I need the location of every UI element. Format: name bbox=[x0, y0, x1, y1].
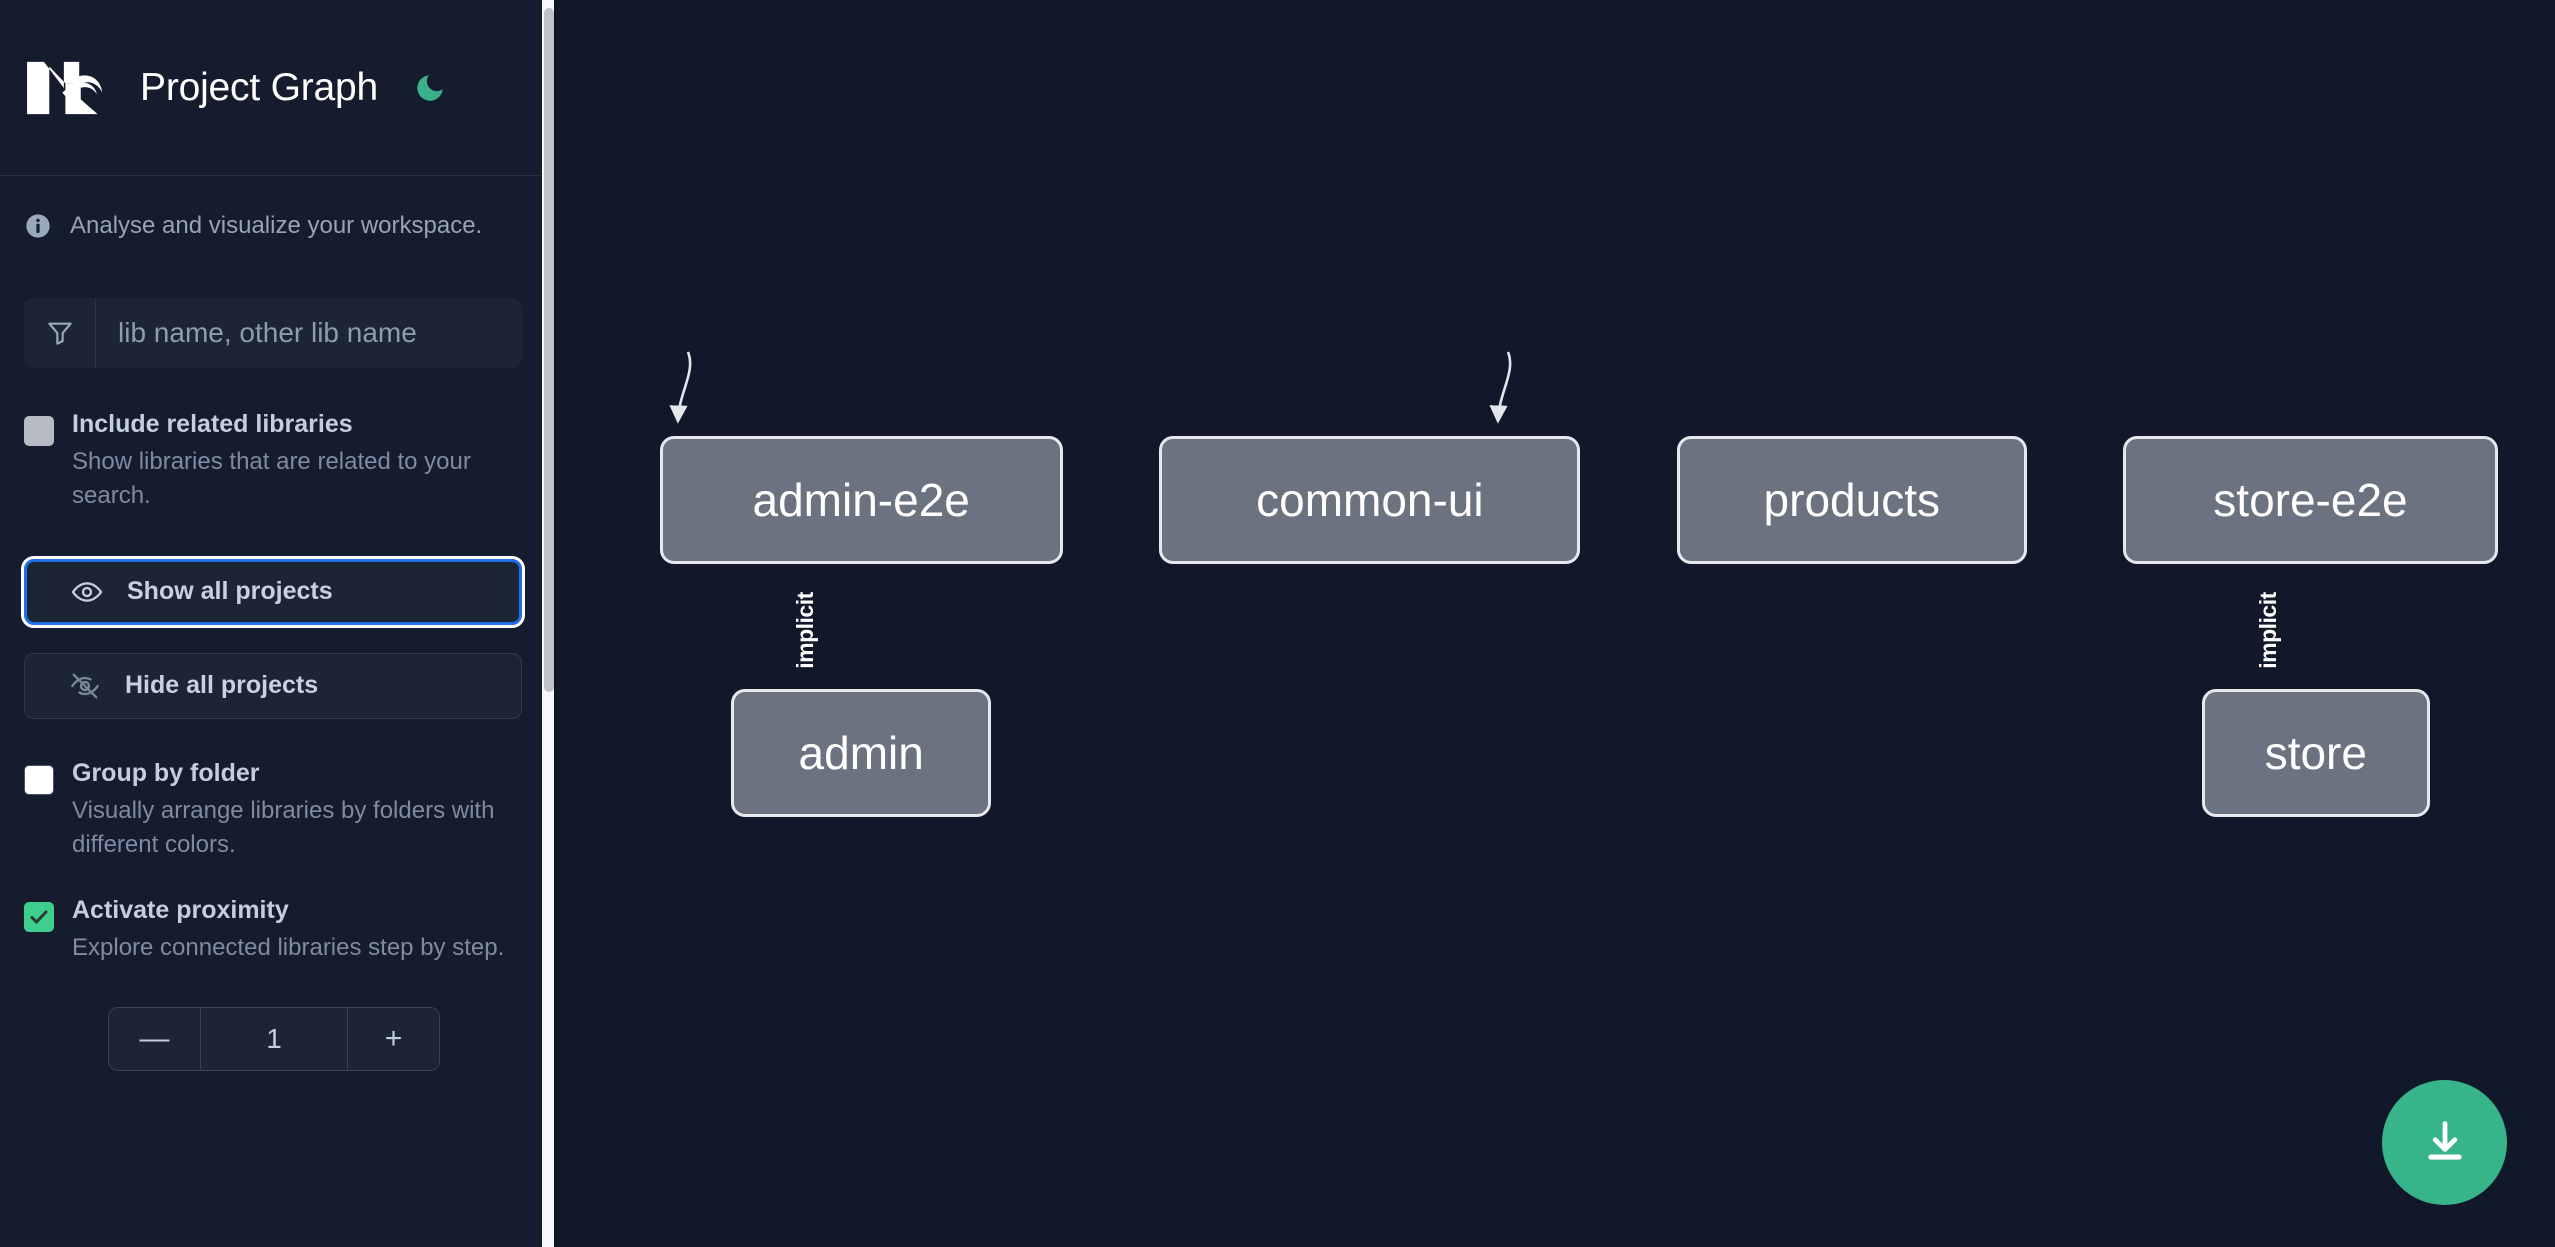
option-group-by-folder[interactable]: Group by folder Visually arrange librari… bbox=[0, 757, 546, 862]
option-text-group: Group by folder Visually arrange librari… bbox=[72, 757, 512, 862]
graph-canvas[interactable]: admin-e2e common-ui products store-e2e admin… bbox=[556, 0, 2555, 1247]
option-text-group: Activate proximity Explore connected lib… bbox=[72, 894, 504, 965]
proximity-increment-button[interactable]: + bbox=[347, 1007, 439, 1070]
sidebar-content: Project Graph Analyse and visualize yo bbox=[0, 0, 546, 1247]
sidebar: Project Graph Analyse and visualize yo bbox=[0, 0, 556, 1247]
moon-icon[interactable] bbox=[410, 68, 450, 108]
graph-node-store-e2e[interactable]: store-e2e bbox=[2123, 435, 2498, 565]
eye-off-icon bbox=[69, 670, 101, 702]
hide-all-projects-button[interactable]: Hide all projects bbox=[24, 652, 522, 719]
sidebar-divider bbox=[554, 0, 556, 1247]
option-include-related-libraries[interactable]: Include related libraries Show libraries… bbox=[0, 408, 546, 513]
include-related-libraries-checkbox[interactable] bbox=[24, 416, 54, 446]
graph-node-label: store bbox=[2264, 727, 2367, 780]
option-description: Visually arrange libraries by folders wi… bbox=[72, 796, 495, 858]
info-circle-icon bbox=[24, 212, 52, 240]
edge-label-admin-e2e-to-admin: implicit bbox=[791, 592, 818, 669]
check-icon bbox=[30, 910, 48, 924]
option-description: Explore connected libraries step by step… bbox=[72, 933, 505, 961]
funnel-filter-icon[interactable] bbox=[24, 298, 96, 368]
option-text-group: Include related libraries Show libraries… bbox=[72, 408, 512, 513]
eye-icon bbox=[71, 576, 103, 608]
edge-label-store-e2e-to-store: implicit bbox=[2254, 592, 2281, 669]
option-description: Show libraries that are related to your … bbox=[72, 447, 471, 509]
graph-node-admin-e2e[interactable]: admin-e2e bbox=[659, 435, 1063, 565]
project-visibility-buttons: Show all projects Hide all projects bbox=[21, 555, 525, 719]
option-activate-proximity[interactable]: Activate proximity Explore connected lib… bbox=[0, 894, 546, 965]
option-label: Include related libraries bbox=[72, 410, 353, 438]
workspace-info: Analyse and visualize your workspace. bbox=[0, 176, 546, 240]
group-by-folder-checkbox[interactable] bbox=[24, 764, 54, 795]
graph-node-label: admin bbox=[798, 727, 924, 780]
page-title: Project Graph bbox=[140, 65, 379, 109]
download-icon bbox=[2419, 1117, 2471, 1169]
show-all-projects-button[interactable]: Show all projects bbox=[21, 555, 525, 628]
option-label: Group by folder bbox=[72, 758, 260, 787]
show-all-projects-label: Show all projects bbox=[127, 577, 333, 606]
graph-node-admin[interactable]: admin bbox=[730, 689, 992, 818]
graph-node-label: admin-e2e bbox=[752, 474, 970, 527]
graph-node-common-ui[interactable]: common-ui bbox=[1159, 435, 1581, 565]
sidebar-scrollbar[interactable] bbox=[542, 0, 556, 1247]
hide-all-projects-label: Hide all projects bbox=[125, 671, 319, 700]
graph-node-products[interactable]: products bbox=[1676, 435, 2027, 565]
option-label: Activate proximity bbox=[72, 895, 289, 924]
workspace-info-text: Analyse and visualize your workspace. bbox=[70, 212, 483, 239]
proximity-stepper: — 1 + bbox=[108, 1006, 440, 1071]
graph-node-label: products bbox=[1763, 474, 1940, 527]
graph-node-label: common-ui bbox=[1256, 474, 1484, 527]
proximity-value: 1 bbox=[266, 1022, 282, 1054]
download-graph-button[interactable] bbox=[2382, 1080, 2507, 1205]
graph-node-label: store-e2e bbox=[2213, 474, 2408, 527]
sidebar-scrollbar-thumb[interactable] bbox=[544, 8, 554, 692]
sidebar-header: Project Graph bbox=[0, 0, 546, 176]
graph-node-store[interactable]: store bbox=[2201, 689, 2431, 818]
activate-proximity-checkbox[interactable] bbox=[24, 901, 54, 932]
search-filter bbox=[24, 298, 522, 368]
search-input[interactable] bbox=[96, 298, 522, 368]
nx-logo-icon bbox=[24, 57, 116, 119]
proximity-decrement-button[interactable]: — bbox=[109, 1007, 201, 1070]
